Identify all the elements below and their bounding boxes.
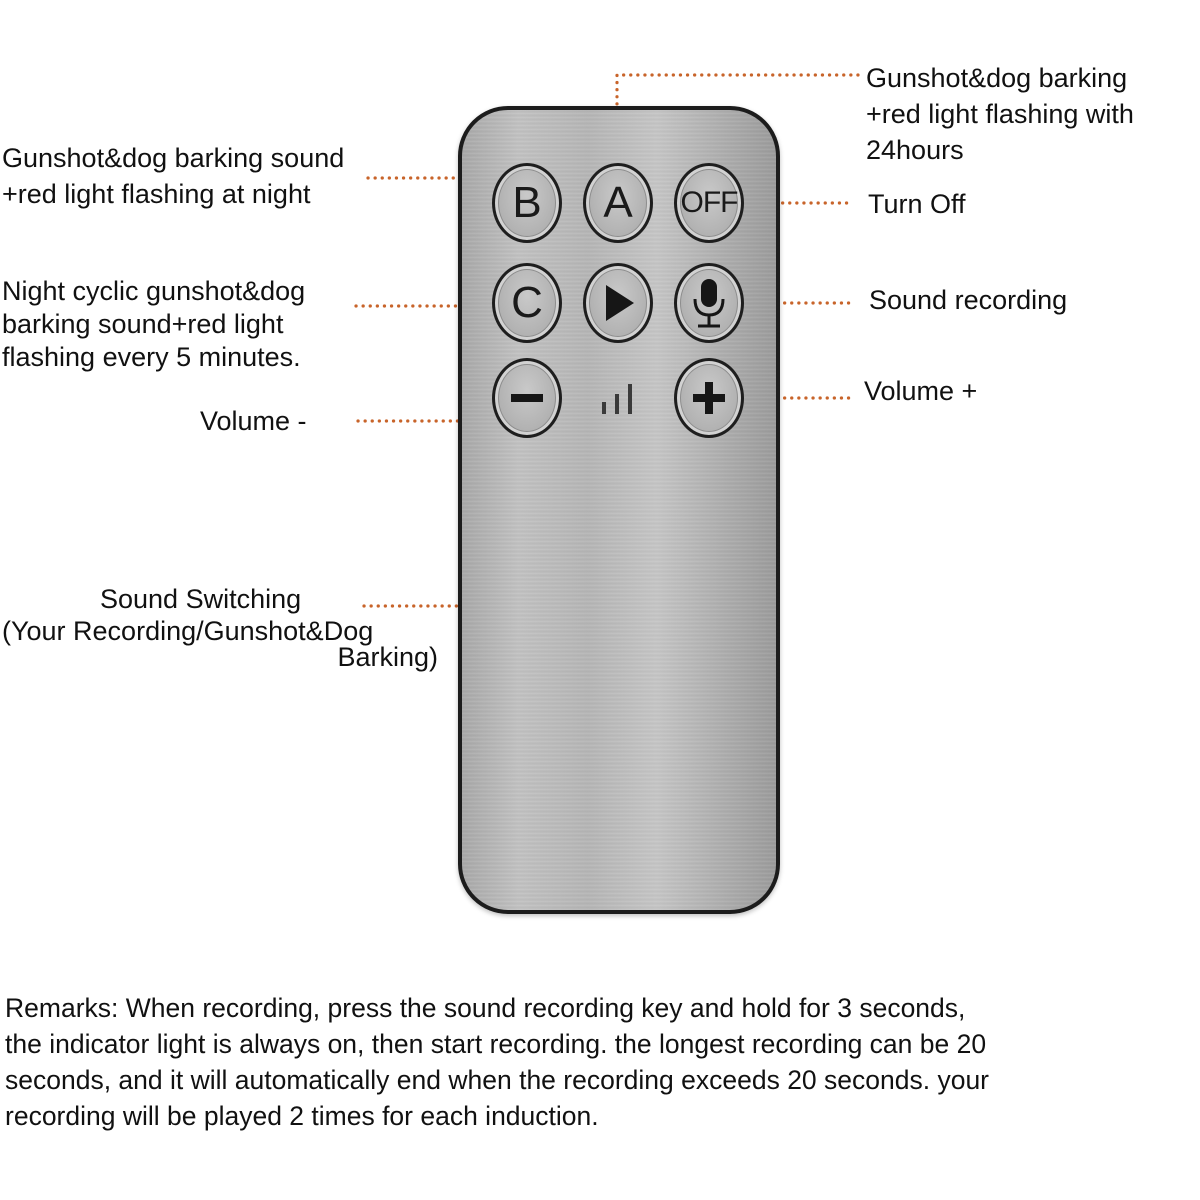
label-turn-off: Turn Off <box>868 189 966 219</box>
label-volume-down: Volume - <box>200 406 307 436</box>
remarks-line3: seconds, and it will automatically end w… <box>5 1065 990 1095</box>
leader-a <box>615 73 860 167</box>
volume-up-button[interactable] <box>674 358 744 438</box>
button-c[interactable]: C <box>492 263 562 343</box>
label-sound-recording: Sound recording <box>869 285 1068 315</box>
label-sound-switching-line1: Sound Switching <box>100 584 302 614</box>
play-button[interactable] <box>583 263 653 343</box>
label-button-c-line1: Night cyclic gunshot&dog <box>2 276 306 306</box>
volume-down-button[interactable] <box>492 358 562 438</box>
record-button[interactable] <box>674 263 744 343</box>
label-button-b-line1: Gunshot&dog barking sound <box>2 143 345 173</box>
label-button-b: Gunshot&dog barking sound +red light fla… <box>2 141 344 211</box>
label-sound-switching: Sound Switching (Your Recording/Gunshot&… <box>2 583 438 673</box>
label-button-a-line2: +red light flashing with <box>866 99 1134 129</box>
button-off[interactable]: OFF <box>674 163 744 243</box>
remarks-line4: recording will be played 2 times for eac… <box>5 1101 599 1131</box>
button-a[interactable]: A <box>583 163 653 243</box>
button-a-label: A <box>603 178 633 227</box>
label-button-a: Gunshot&dog barking +red light flashing … <box>866 61 1134 167</box>
label-button-c: Night cyclic gunshot&dog barking sound+r… <box>2 275 305 374</box>
button-b-label: B <box>512 178 542 227</box>
remarks-text: Remarks: When recording, press the sound… <box>5 990 1195 1134</box>
label-button-a-line1: Gunshot&dog barking <box>866 63 1128 93</box>
label-sound-switching-line2: (Your Recording/Gunshot&Dog <box>2 616 374 646</box>
button-off-label: OFF <box>680 186 739 219</box>
label-button-b-line2: +red light flashing at night <box>2 179 311 209</box>
remarks-line1: Remarks: When recording, press the sound… <box>5 993 966 1023</box>
microphone-icon <box>693 279 725 328</box>
minus-icon <box>511 394 543 402</box>
signal-bars-icon <box>602 384 632 414</box>
label-button-c-line3: flashing every 5 minutes. <box>2 342 301 372</box>
label-button-c-line2: barking sound+red light <box>2 309 284 339</box>
label-volume-up: Volume + <box>864 376 978 406</box>
plus-icon <box>693 382 725 414</box>
button-b[interactable]: B <box>492 163 562 243</box>
brushed-metal-texture <box>462 110 776 910</box>
button-c-label: C <box>511 278 543 327</box>
play-icon <box>606 285 634 321</box>
remarks-line2: the indicator light is always on, then s… <box>5 1029 987 1059</box>
label-sound-switching-line3: Barking) <box>337 642 438 672</box>
label-button-a-line3: 24hours <box>866 135 964 165</box>
